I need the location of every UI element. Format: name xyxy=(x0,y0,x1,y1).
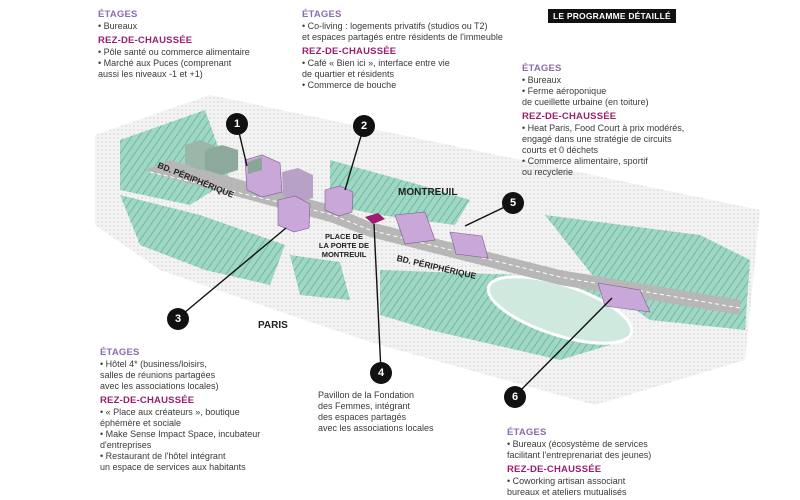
marker-2[interactable]: 2 xyxy=(353,115,375,137)
etages-line: • Bureaux xyxy=(522,75,562,85)
etages-line: • Co-living : logements privatifs (studi… xyxy=(302,21,488,31)
etages-heading: ÉTAGES xyxy=(522,63,562,74)
rdc-line: d'entreprises xyxy=(100,440,152,450)
etages-line: • Hôtel 4* (business/loisirs, xyxy=(100,359,207,369)
rdc-heading: REZ-DE-CHAUSSÉE xyxy=(507,464,602,475)
rdc-heading: REZ-DE-CHAUSSÉE xyxy=(302,46,397,57)
buildings-site-4 xyxy=(365,213,385,224)
rdc-line: • Commerce de bouche xyxy=(302,80,397,90)
rdc-line: • « Place aux créateurs », boutique xyxy=(100,407,240,417)
info-block-5: ÉTAGES • Bureaux • Ferme aéroponique de … xyxy=(522,63,684,178)
etages-line: • Ferme aéroponique xyxy=(522,86,607,96)
rdc-line: engagé dans une stratégie de circuits xyxy=(522,134,672,144)
rdc-line: • Restaurant de l'hôtel intégrant xyxy=(100,451,226,461)
label-paris: PARIS xyxy=(258,320,288,331)
buildings-site-2 xyxy=(324,185,354,217)
info-block-1: ÉTAGES • Bureaux REZ-DE-CHAUSSÉE • Pôle … xyxy=(98,9,250,80)
etages-line: et espaces partagés entre résidents de l… xyxy=(302,32,503,42)
label-montreuil: MONTREUIL xyxy=(398,187,458,198)
rdc-line: de quartier et résidents xyxy=(302,69,395,79)
marker-1[interactable]: 1 xyxy=(226,113,248,135)
etages-line: salles de réunions partagées xyxy=(100,370,216,380)
rdc-heading: REZ-DE-CHAUSSÉE xyxy=(100,395,195,406)
square-line: PLACE DE xyxy=(325,232,363,241)
note-line: Pavillon de la Fondation xyxy=(318,390,415,400)
etages-heading: ÉTAGES xyxy=(98,9,138,20)
note-line: des Femmes, intégrant xyxy=(318,401,411,411)
info-block-6: ÉTAGES • Bureaux (écosystème de services… xyxy=(507,427,651,498)
etages-heading: ÉTAGES xyxy=(100,347,140,358)
rdc-heading: REZ-DE-CHAUSSÉE xyxy=(98,35,193,46)
rdc-line: un espace de services aux habitants xyxy=(100,462,246,472)
marker-4[interactable]: 4 xyxy=(370,362,392,384)
etages-heading: ÉTAGES xyxy=(302,9,342,20)
marker-3[interactable]: 3 xyxy=(167,308,189,330)
note-line: avec les associations locales xyxy=(318,423,434,433)
square-line: MONTREUIL xyxy=(321,250,367,259)
rdc-heading: REZ-DE-CHAUSSÉE xyxy=(522,111,617,122)
rdc-line: aussi les niveaux -1 et +1) xyxy=(98,69,203,79)
green-area-center xyxy=(290,255,350,300)
note-site-4: Pavillon de la Fondation des Femmes, int… xyxy=(318,390,434,434)
etages-line: • Bureaux xyxy=(98,21,138,31)
info-block-3: ÉTAGES • Hôtel 4* (business/loisirs, sal… xyxy=(100,347,260,473)
buildings-site-3 xyxy=(277,195,311,233)
etages-line: • Bureaux (écosystème de services xyxy=(507,439,648,449)
rdc-line: • Marché aux Puces (comprenant xyxy=(98,58,232,68)
rdc-line: • Café « Bien ici », interface entre vie xyxy=(302,58,450,68)
buildings-site-1 xyxy=(185,140,313,202)
label-place-porte-montreuil: PLACE DE LA PORTE DE MONTREUIL xyxy=(312,232,376,259)
program-badge: LE PROGRAMME DÉTAILLÉ xyxy=(548,9,676,23)
green-area-n xyxy=(330,160,470,225)
marker-5[interactable]: 5 xyxy=(502,192,524,214)
rdc-line: bureaux et ateliers mutualisés xyxy=(507,487,627,497)
buildings-site-5 xyxy=(394,211,489,259)
square-line: LA PORTE DE xyxy=(318,241,370,250)
note-line: des espaces partagés xyxy=(318,412,407,422)
rdc-line: • Coworking artisan associant xyxy=(507,476,626,486)
rdc-line: éphémère et sociale xyxy=(100,418,182,428)
rdc-line: • Make Sense Impact Space, incubateur xyxy=(100,429,261,439)
etages-line: de cueillette urbaine (en toiture) xyxy=(522,97,649,107)
etages-heading: ÉTAGES xyxy=(507,427,547,438)
rdc-line: • Commerce alimentaire, sportif xyxy=(522,156,648,166)
buildings-site-6 xyxy=(597,282,651,313)
info-block-2: ÉTAGES • Co-living : logements privatifs… xyxy=(302,9,503,91)
rdc-line: • Pôle santé ou commerce alimentaire xyxy=(98,47,250,57)
marker-6[interactable]: 6 xyxy=(504,386,526,408)
rdc-line: • Heat Paris, Food Court à prix modérés, xyxy=(522,123,685,133)
rdc-line: ou recyclerie xyxy=(522,167,574,177)
rdc-line: courts et 0 déchets xyxy=(522,145,599,155)
etages-line: avec les associations locales) xyxy=(100,381,219,391)
etages-line: facilitant l'entreprenariat des jeunes) xyxy=(507,450,652,460)
